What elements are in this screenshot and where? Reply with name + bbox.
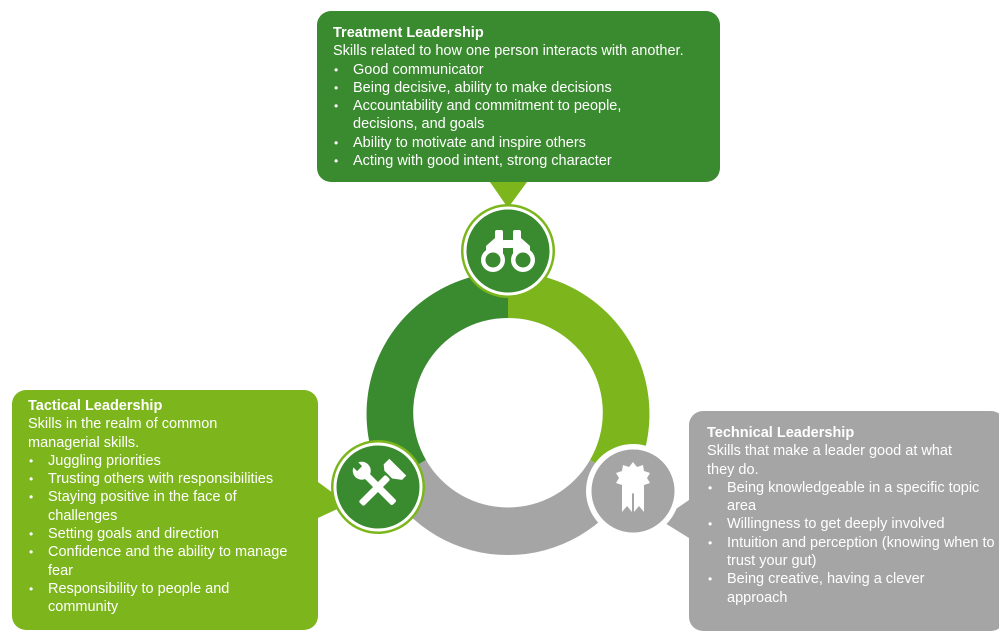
treatment-icon-circle [463,206,553,296]
tactical-leadership-card: Tactical Leadership Skills in the realm … [12,390,318,630]
list-item: Willingness to get deeply involved [707,515,997,534]
ring-segment-technical [385,460,631,556]
connector-treatment [490,182,527,208]
list-item: Being creative, having a clever approach [707,570,967,607]
technical-list: Being knowledgeable in a specific topic … [707,479,997,607]
list-item: Being decisive, ability to make decision… [333,79,710,98]
technical-title: Technical Leadership [707,425,855,441]
treatment-list: Good communicator Being decisive, abilit… [333,61,710,171]
list-item: Staying positive in the face of challeng… [28,488,263,525]
list-item: Ability to motivate and inspire others [333,134,710,153]
tactical-title: Tactical Leadership [28,398,163,414]
treatment-leadership-card: Treatment Leadership Skills related to h… [317,11,720,182]
tactical-description: Skills in the realm of common managerial… [28,416,218,451]
treatment-description: Skills related to how one person interac… [333,43,684,60]
leadership-cycle-diagram [318,182,689,556]
ring-segment-treatment [366,272,508,484]
list-item: Trusting others with responsibilities [28,470,312,489]
technical-leadership-card: Technical Leadership Skills that make a … [689,411,999,631]
binoculars-icon [481,230,535,272]
hammer-wrench-icon [350,458,407,506]
list-item: Good communicator [333,61,710,80]
technical-description: Skills that make a leader good at what t… [707,443,953,478]
treatment-title: Treatment Leadership [333,25,484,41]
list-item: Acting with good intent, strong characte… [333,152,710,171]
list-item: Being knowledgeable in a specific topic … [707,479,982,516]
list-item: Confidence and the ability to manage fea… [28,543,313,580]
award-ribbon-icon [616,462,650,512]
list-item: Intuition and perception (knowing when t… [707,534,999,571]
list-item: Responsibility to people and community [28,580,263,617]
tactical-list: Juggling priorities Trusting others with… [28,452,312,617]
list-item: Juggling priorities [28,452,312,471]
list-item: Accountability and commitment to people,… [333,97,653,134]
ring-segment-tactical [508,272,650,484]
connector-technical [660,500,689,538]
list-item: Setting goals and direction [28,525,312,544]
